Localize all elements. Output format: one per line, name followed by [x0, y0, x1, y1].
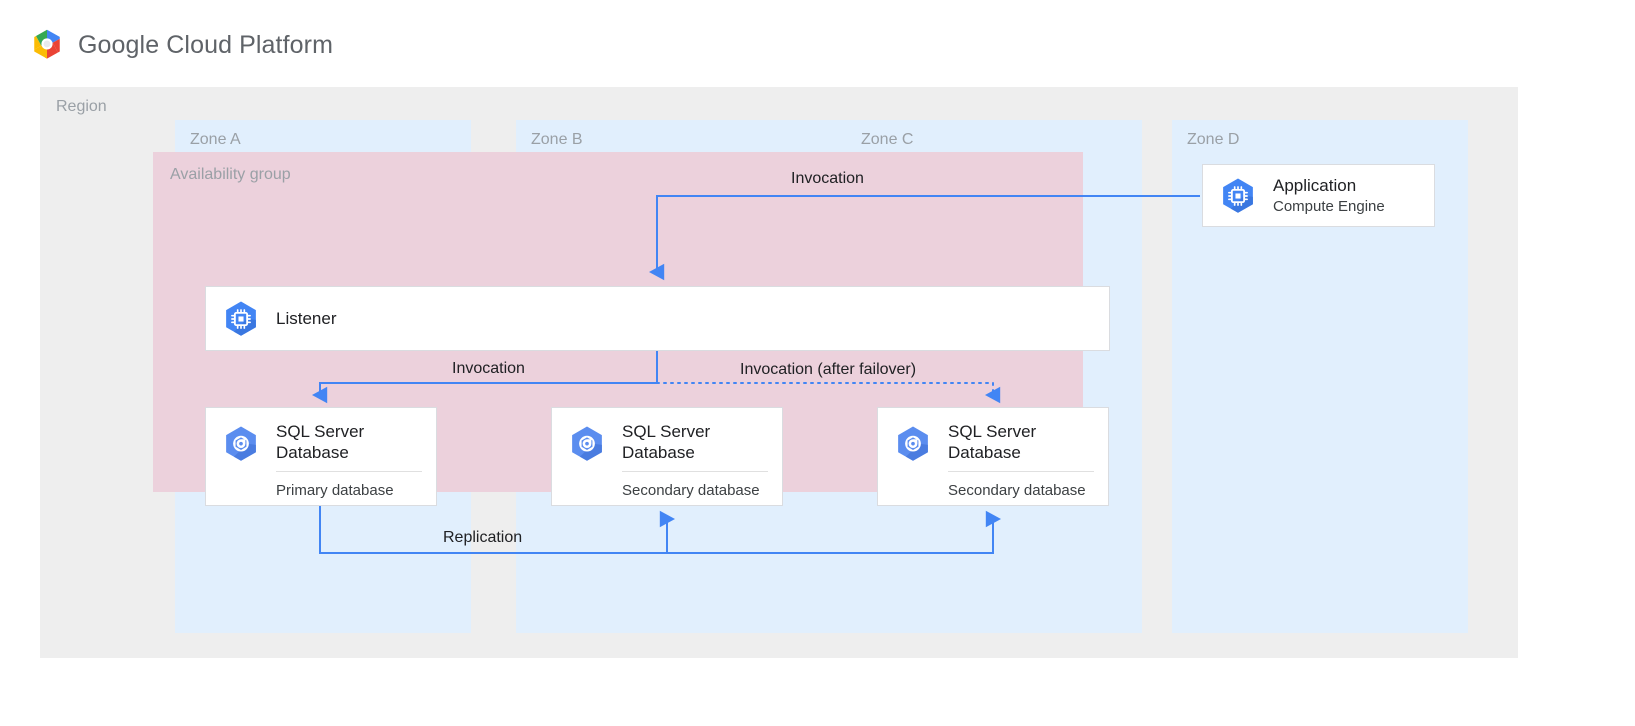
region-label: Region: [56, 98, 107, 115]
card-divider: [276, 470, 422, 472]
listener-title: Listener: [276, 308, 337, 328]
connector-label-invocation-after-failover: Invocation (after failover): [740, 361, 917, 378]
brand-name: Google Cloud Platform: [78, 30, 334, 59]
application-subtitle: Compute Engine: [1273, 197, 1385, 215]
connector-label-invocation-primary: Invocation: [452, 360, 525, 377]
zone-b-label: Zone B: [531, 131, 583, 148]
compute-engine-icon: [226, 301, 256, 336]
application-card[interactable]: Application Compute Engine: [1202, 164, 1435, 227]
db-title-line2: Database: [948, 443, 1021, 463]
db-role: Secondary database: [622, 481, 760, 499]
connector-label-replication: Replication: [443, 529, 523, 546]
connector-label-invocation-top: Invocation: [791, 170, 864, 187]
card-divider: [948, 470, 1094, 472]
db-role: Secondary database: [948, 481, 1086, 499]
card-divider: [622, 470, 768, 472]
sql-server-database-card-secondary-1[interactable]: SQL Server Database Secondary database: [551, 407, 783, 506]
db-title-line1: SQL Server: [276, 422, 365, 441]
sql-server-database-card-secondary-2[interactable]: SQL Server Database Secondary database: [877, 407, 1109, 506]
google-cloud-hexagon-logo-icon: [34, 29, 60, 59]
db-title-line2: Database: [622, 443, 695, 463]
brand-header: Google Cloud Platform: [29, 27, 333, 63]
db-role: Primary database: [276, 481, 394, 499]
zone-a-label: Zone A: [190, 131, 241, 148]
zone-d-label: Zone D: [1187, 131, 1240, 148]
listener-card[interactable]: Listener: [205, 286, 1110, 351]
db-title-line2: Database: [276, 443, 349, 463]
application-title: Application: [1273, 175, 1357, 195]
sql-server-database-card-primary[interactable]: SQL Server Database Primary database: [205, 407, 437, 506]
db-title-line1: SQL Server: [948, 422, 1037, 441]
sql-server-database-icon: [572, 426, 602, 461]
db-title-line1: SQL Server: [622, 422, 711, 441]
zone-c-label: Zone C: [861, 131, 914, 148]
availability-group-label: Availability group: [170, 166, 291, 183]
sql-server-database-icon: [226, 426, 256, 461]
compute-engine-icon: [1223, 178, 1253, 213]
sql-server-database-icon: [898, 426, 928, 461]
